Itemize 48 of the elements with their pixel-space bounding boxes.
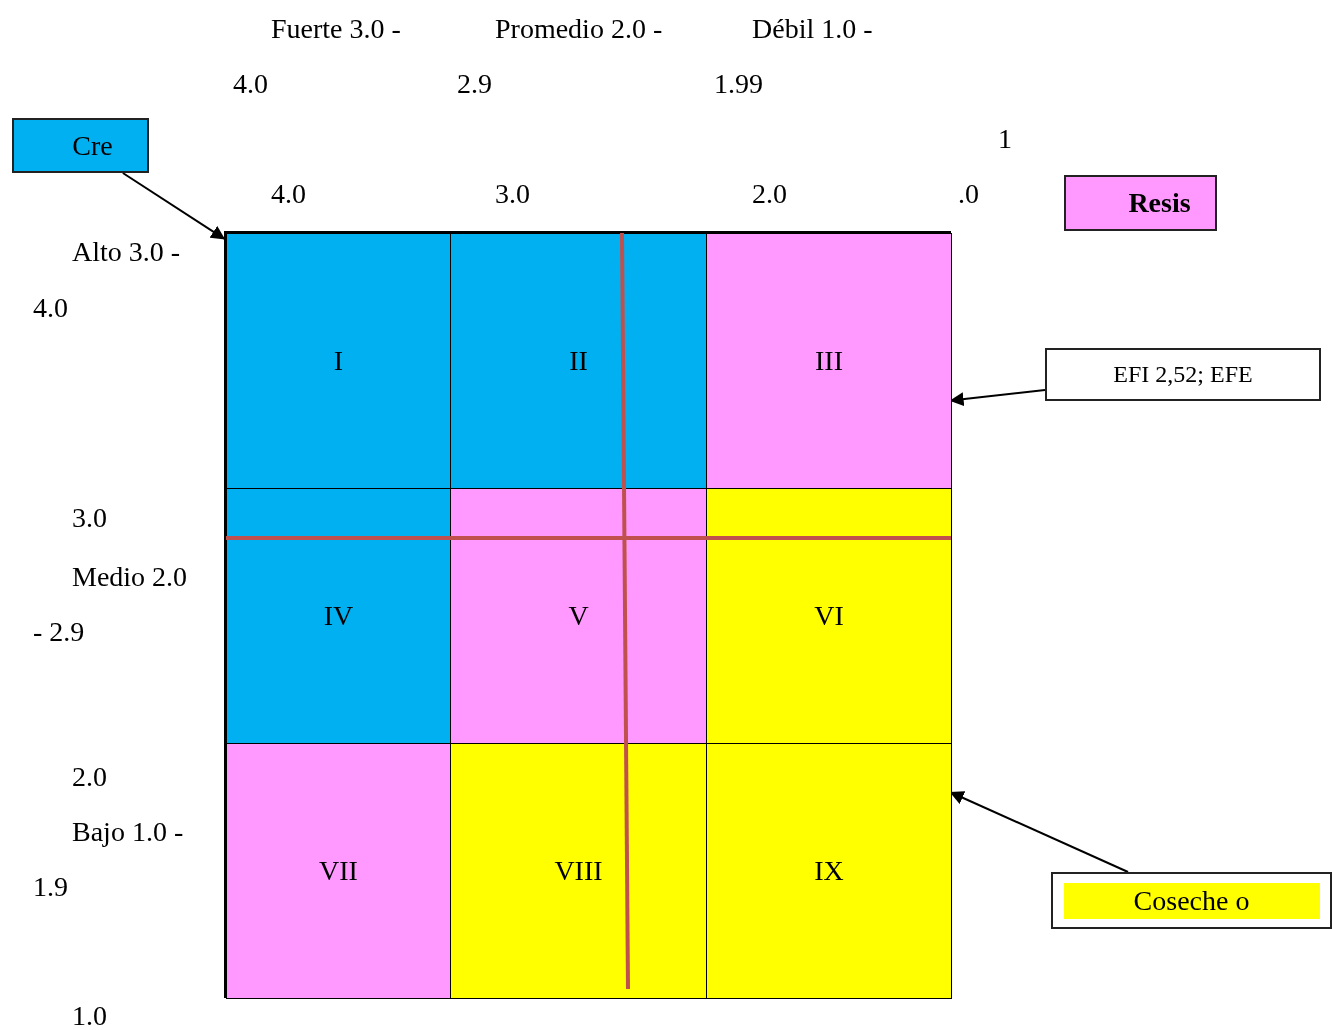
matrix-cell [450,488,707,744]
highlighted-text: Coseche o [1063,882,1320,919]
note-box [1051,872,1332,929]
matrix-cell [226,233,451,489]
quadrant-number: IV [323,600,354,632]
quadrant-number: II [569,345,588,377]
matrix-cell [706,743,952,999]
axis-label: Débil 1.0 - [752,12,873,46]
matrix-cell [450,233,707,489]
label-box [1045,348,1321,401]
axis-label: 2.0 [752,177,787,211]
arrow [121,172,226,240]
matrix-cell [450,743,707,999]
axis-label: 4.0 [33,291,68,325]
box-label: Cre [71,129,113,162]
axis-label: - 2.9 [33,615,85,649]
quadrant-number: V [568,600,589,632]
matrix-cell [226,488,451,744]
axis-label: Alto 3.0 - [72,235,181,269]
axis-label: 1.99 [714,67,763,101]
quadrant-number: VI [814,600,844,632]
quadrant-number: IX [814,855,844,887]
label-box [1064,175,1217,231]
axis-label: Medio 2.0 [72,560,188,594]
axis-label: Promedio 2.0 - [495,12,663,46]
label-box [12,118,149,173]
axis-label: .0 [958,177,979,211]
axis-label: 1 [998,122,1012,156]
axis-label: 2.0 [72,760,107,794]
axis-label: 3.0 [72,501,107,535]
quadrant-number: I [333,345,344,377]
axis-label: 4.0 [233,67,268,101]
matrix-grid [224,231,951,998]
axis-label: 4.0 [271,177,306,211]
matrix-cell [706,233,952,489]
quadrant-number: III [815,345,843,377]
axis-label: 1.0 [72,999,107,1030]
quadrant-number: VII [319,855,358,887]
axis-label: 2.9 [457,67,492,101]
box-label: Resis [1127,187,1191,219]
box-label: EFI 2,52; EFE [1113,361,1253,388]
matrix-cell [706,488,952,744]
axis-label: 1.9 [33,870,68,904]
quadrant-number: VIII [554,855,603,887]
axis-label: Fuerte 3.0 - [271,12,401,46]
axis-label: 3.0 [495,177,530,211]
axis-label: Bajo 1.0 - [72,815,184,849]
matrix-cell [226,743,451,999]
